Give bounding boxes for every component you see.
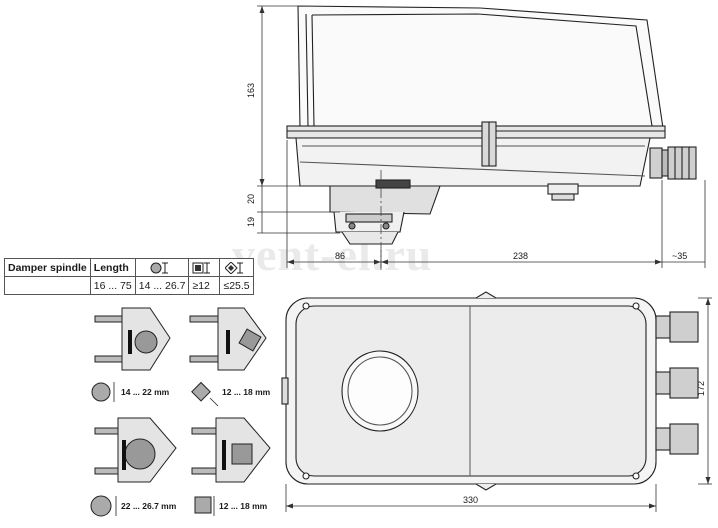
dim-19: 19 bbox=[246, 217, 256, 227]
dim-20: 20 bbox=[246, 194, 256, 204]
top-dimension-arrows bbox=[286, 298, 711, 509]
clamp-round-small bbox=[94, 307, 171, 371]
dim-86: 86 bbox=[335, 251, 345, 261]
dim-330: 330 bbox=[463, 495, 478, 505]
label-round-small: 14 ... 22 mm bbox=[121, 387, 170, 397]
dimension-arrows bbox=[259, 6, 662, 265]
spindle-table: Damper spindle Length 16 ... 75 14 ... 2… bbox=[4, 258, 254, 295]
legend-square-large: 12 ... 18 mm bbox=[194, 496, 268, 516]
table-row: 16 ... 75 14 ... 26.7 ≥12 ≤25.5 bbox=[4, 276, 254, 295]
dim-172: 172 bbox=[696, 381, 706, 396]
top-view bbox=[281, 291, 699, 491]
side-view bbox=[286, 5, 697, 245]
header-square-symbol bbox=[188, 258, 221, 277]
square-spindle-large-icon bbox=[194, 496, 212, 514]
top-dimensions bbox=[285, 297, 712, 512]
cell-diamond: ≤25.5 bbox=[219, 276, 254, 295]
clamp-square-small bbox=[189, 307, 267, 371]
header-damper-spindle: Damper spindle bbox=[4, 258, 91, 277]
legend-round-small: 14 ... 22 mm bbox=[91, 382, 170, 402]
clamp-square-large bbox=[191, 417, 271, 483]
header-round-symbol bbox=[134, 258, 190, 277]
square-gauge-icon bbox=[192, 262, 211, 274]
side-dimensions bbox=[257, 5, 706, 268]
diamond-gauge-icon bbox=[224, 261, 243, 274]
round-spindle-icon bbox=[91, 382, 111, 402]
legend-square-small: 12 ... 18 mm bbox=[191, 381, 271, 407]
dim-35: ~35 bbox=[672, 251, 687, 261]
label-square-large: 12 ... 18 mm bbox=[219, 501, 268, 511]
table-header-row: Damper spindle Length bbox=[4, 258, 254, 277]
round-gauge-icon bbox=[150, 262, 169, 274]
round-spindle-large-icon bbox=[90, 495, 112, 517]
dim-238: 238 bbox=[513, 251, 528, 261]
square-spindle-icon bbox=[191, 381, 211, 402]
cell-length: 16 ... 75 bbox=[89, 276, 136, 295]
label-square-small: 12 ... 18 mm bbox=[222, 387, 271, 397]
legend-round-large: 22 ... 26.7 mm bbox=[90, 495, 177, 517]
header-length: Length bbox=[89, 258, 136, 277]
clamp-round-large bbox=[94, 417, 177, 483]
dim-163: 163 bbox=[246, 83, 256, 98]
header-diamond-symbol bbox=[219, 258, 254, 277]
cell-square: ≥12 bbox=[188, 276, 221, 295]
label-round-large: 22 ... 26.7 mm bbox=[121, 501, 177, 511]
cell-round: 14 ... 26.7 bbox=[134, 276, 190, 295]
watermark: vent-el.ru bbox=[232, 229, 432, 280]
cell-empty bbox=[4, 276, 91, 295]
